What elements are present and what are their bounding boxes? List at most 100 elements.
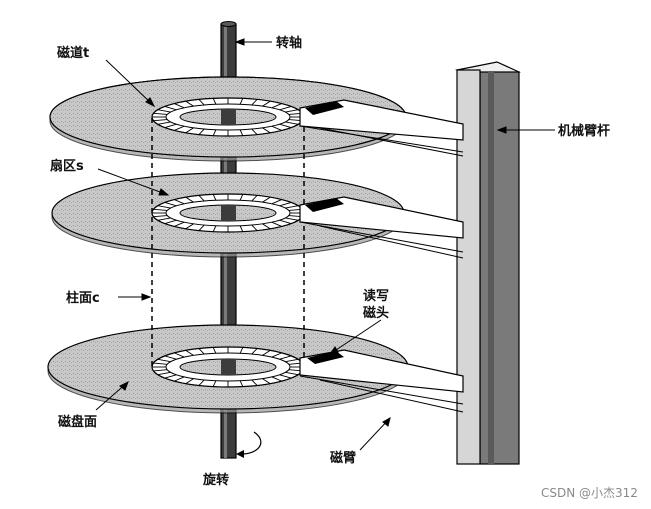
sector-tick [251, 99, 258, 106]
actuator-column [455, 61, 521, 465]
sector-tick [153, 215, 168, 218]
sector-tick [279, 374, 292, 379]
sector-tick [271, 221, 282, 227]
sector-tick [285, 109, 299, 113]
sector-tick [262, 127, 271, 134]
sector-tick [285, 358, 299, 363]
sector-tick [164, 123, 177, 128]
sector-tick [285, 205, 299, 209]
sector-tick [271, 125, 282, 131]
sector-tick [164, 374, 177, 379]
sector-tick [271, 103, 282, 109]
sector-tick [153, 112, 168, 115]
sector-tick [198, 195, 205, 202]
sector-tick [198, 99, 205, 106]
rotation-arrow [236, 431, 262, 458]
label-actuator: 机械臂杆 [558, 123, 610, 139]
sector-tick [262, 378, 271, 385]
leader-lines [95, 38, 555, 451]
sector-tick [174, 125, 185, 131]
sector-tick [185, 223, 194, 230]
sector-tick [239, 225, 244, 232]
read-write-head [305, 101, 344, 115]
sector-tick [157, 371, 171, 376]
sector-tick [185, 127, 194, 134]
sector-tick [262, 349, 271, 356]
sector-tick [153, 208, 168, 211]
sector-tick [164, 355, 177, 360]
sector-tick [271, 199, 282, 205]
sector-tick [174, 199, 185, 205]
sector-tick [157, 217, 171, 221]
sector-tick [212, 380, 217, 387]
sector-tick [262, 196, 271, 203]
arm-top [299, 99, 464, 157]
sector-tick [164, 202, 177, 207]
watermark: CSDN @小杰312 [541, 486, 638, 500]
sector-tick [262, 100, 271, 107]
sector-tick [185, 100, 194, 107]
sector-tick [239, 129, 244, 136]
label-sector: 扇区s [50, 158, 84, 174]
sector-tick [212, 129, 217, 136]
sector-tick [157, 205, 171, 209]
label-head-line1: 读写 [363, 288, 389, 304]
sector-tick [174, 352, 185, 358]
sector-tick [157, 109, 171, 113]
sector-tick [198, 128, 205, 135]
sector-tick [251, 348, 258, 355]
label-arm: 磁臂 [330, 450, 356, 466]
sector-tick [279, 106, 292, 111]
sector-tick [153, 369, 168, 372]
sector-tick [285, 121, 299, 125]
sector-tick [174, 103, 185, 109]
sector-tick [285, 371, 299, 376]
sector-tick [157, 358, 171, 363]
sector-tick [279, 355, 292, 360]
label-track: 磁道t [57, 45, 89, 61]
read-write-head [307, 351, 344, 364]
sector-tick [271, 376, 282, 382]
platter-bottom [47, 324, 409, 414]
read-write-head [305, 198, 344, 212]
sector-tick [279, 123, 292, 128]
sector-tick [212, 225, 217, 232]
sector-tick [185, 196, 194, 203]
sector-tick [239, 194, 244, 201]
label-cylinder: 柱面c [66, 290, 100, 306]
sector-tick [239, 98, 244, 105]
sector-tick [198, 348, 205, 355]
sector-tick [212, 194, 217, 201]
sector-tick [212, 98, 217, 105]
sector-tick [251, 224, 258, 231]
sector-tick [153, 362, 168, 365]
sector-tick [262, 223, 271, 230]
sector-tick [198, 224, 205, 231]
sector-tick [198, 379, 205, 386]
sector-tick [164, 106, 177, 111]
sector-tick [153, 119, 168, 122]
sector-tick [279, 202, 292, 207]
cylinder-outline [151, 118, 305, 367]
label-surface: 磁盘面 [58, 414, 97, 430]
sector-tick [212, 347, 217, 354]
sector-tick [174, 376, 185, 382]
sector-tick [157, 121, 171, 125]
label-spindle: 转轴 [276, 35, 302, 51]
sector-tick [239, 347, 244, 354]
sector-tick [279, 219, 292, 224]
sector-tick [239, 380, 244, 387]
sector-tick [164, 219, 177, 224]
sector-tick [185, 349, 194, 356]
arm-middle [299, 196, 464, 259]
sector-tick [285, 217, 299, 221]
sector-ticks [152, 194, 304, 232]
label-rotation: 旋转 [202, 472, 229, 488]
sector-ticks [152, 347, 304, 387]
sector-tick [251, 128, 258, 135]
sector-tick [271, 352, 282, 358]
sector-tick [251, 379, 258, 386]
sector-tick [174, 221, 185, 227]
label-head-line2: 磁头 [363, 305, 389, 321]
